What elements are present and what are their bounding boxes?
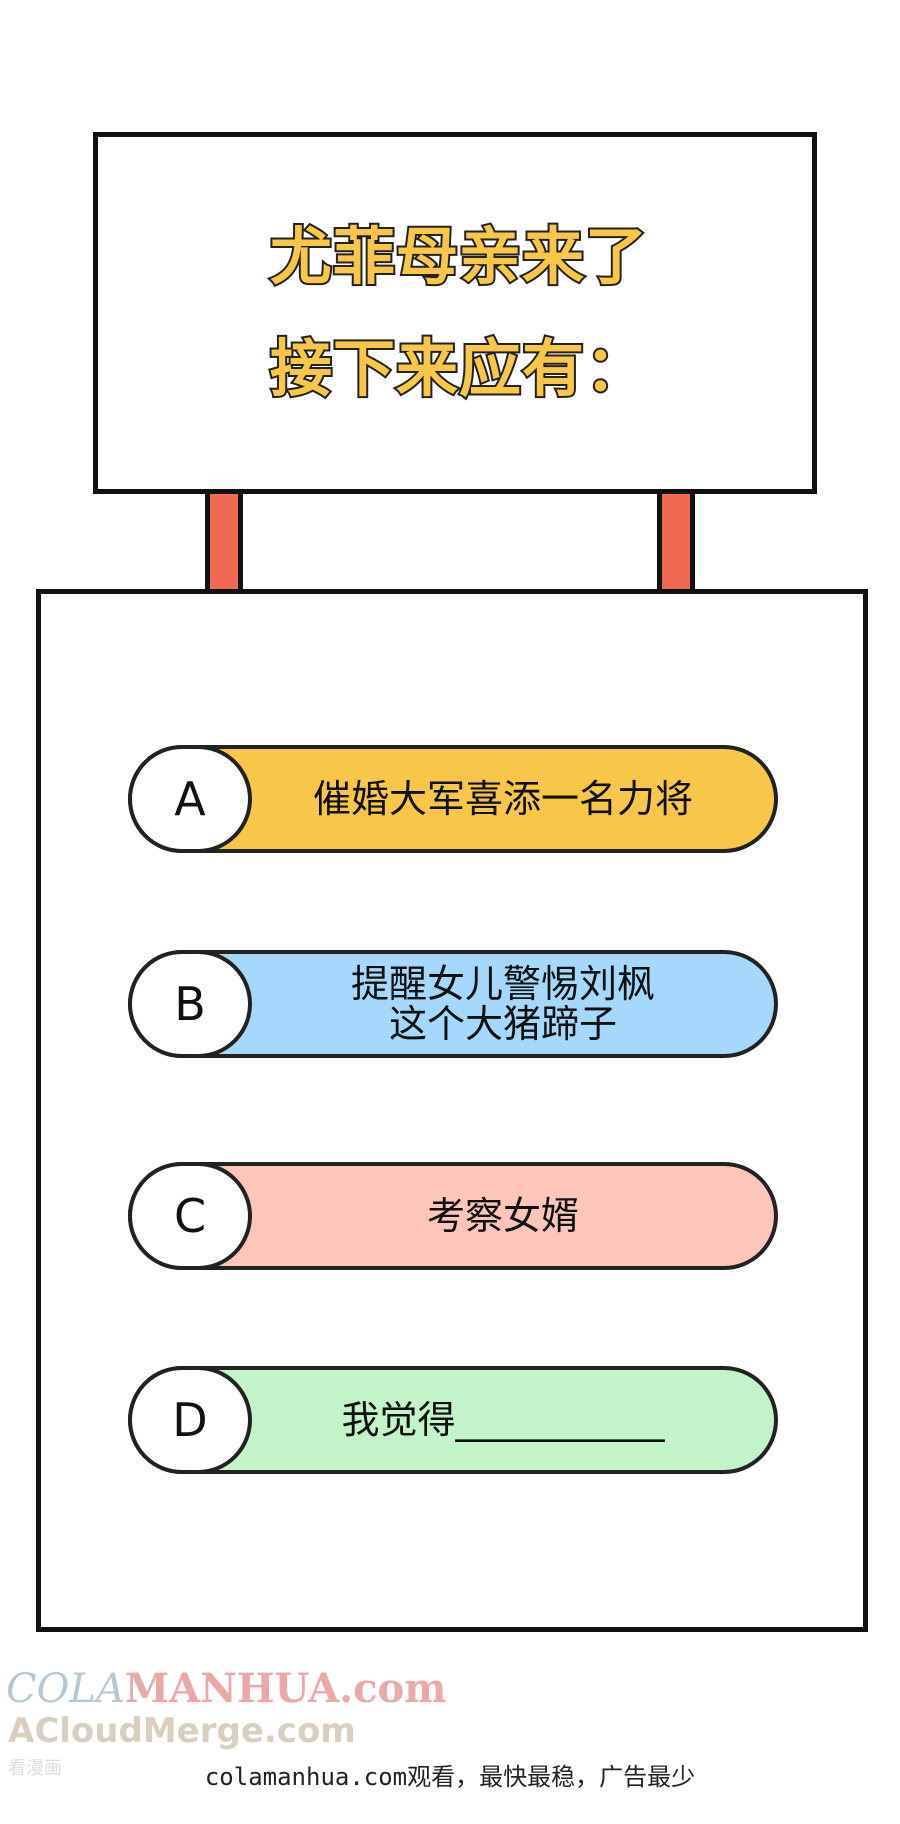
option-c-letter: C	[128, 1162, 252, 1270]
option-d-text: 我觉得___________	[341, 1398, 665, 1442]
option-a-letter: A	[128, 745, 252, 853]
option-b-button[interactable]: B 提醒女儿警惕刘枫 这个大猪蹄子	[128, 950, 778, 1058]
watermark-colamanhua: COLAMANHUA.com	[6, 1665, 447, 1712]
option-c-text: 考察女婿	[426, 1194, 579, 1238]
watermark-manhua-suffix: MANHUA.com	[124, 1665, 447, 1712]
option-d-letter: D	[128, 1366, 252, 1474]
option-c-button[interactable]: C 考察女婿	[128, 1162, 778, 1270]
option-d-button[interactable]: D 我觉得___________	[128, 1366, 778, 1474]
question-sign: 尤菲母亲来了 接下来应有：	[93, 132, 817, 494]
watermark-acloudmerge: ACloudMerge.com	[8, 1711, 356, 1751]
option-b-text: 提醒女儿警惕刘枫 这个大猪蹄子	[350, 962, 655, 1046]
watermark-cola-prefix: COLA	[6, 1666, 125, 1712]
option-b-letter: B	[128, 950, 252, 1058]
sign-post-right	[657, 494, 695, 590]
sign-post-left	[205, 494, 243, 590]
option-a-button[interactable]: A 催婚大军喜添一名力将	[128, 745, 778, 853]
option-a-text: 催婚大军喜添一名力将	[312, 777, 693, 821]
footer-site-notice: colamanhua.com观看，最快最稳，广告最少	[204, 1763, 696, 1791]
watermark-small: 看漫画	[8, 1758, 62, 1779]
sign-title-line-2: 接下来应有：	[268, 332, 649, 405]
sign-title-line-1: 尤菲母亲来了	[268, 220, 649, 293]
